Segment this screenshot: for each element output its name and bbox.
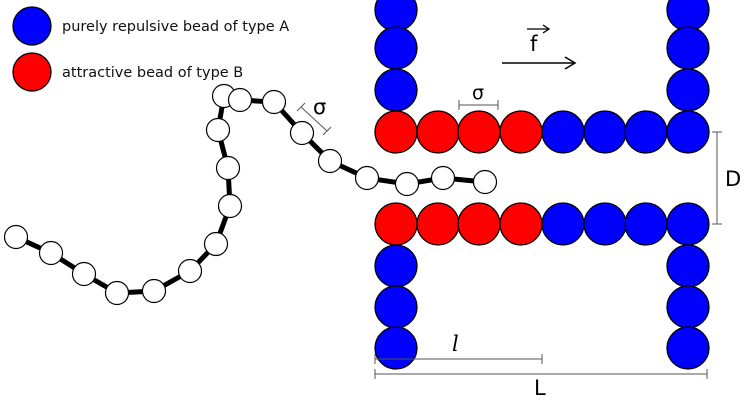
repulsive-bead (624, 110, 668, 154)
wall-bead (666, 326, 710, 370)
attractive-length-label: l (452, 332, 459, 356)
pore-length-label: L (534, 376, 546, 400)
attractive-bead (416, 110, 460, 154)
force-vector: f (502, 24, 577, 70)
wall-bead (374, 326, 418, 370)
polymer-bead (177, 258, 203, 284)
polymer-bead (203, 231, 229, 257)
legend-bead-b-icon (12, 52, 52, 92)
force-arrow-head-icon (564, 56, 577, 70)
polymer-bead (317, 148, 343, 174)
attractive-bead (499, 110, 543, 154)
attractive-bead (416, 202, 460, 246)
polymer-bead (217, 193, 243, 219)
polymer-chain (3, 83, 498, 306)
wall-bead (666, 26, 710, 70)
wall-bead (666, 244, 710, 288)
legend-label-a: purely repulsive bead of type A (62, 19, 289, 35)
pore-width-marker: D (712, 131, 741, 225)
pore-left-lower-wall (374, 244, 418, 370)
repulsive-bead (666, 202, 710, 246)
pore-upper-row (374, 110, 710, 154)
legend: purely repulsive bead of type A attracti… (12, 6, 289, 92)
repulsive-bead (666, 110, 710, 154)
wall-bead (666, 285, 710, 329)
legend-label-b: attractive bead of type B (62, 65, 243, 81)
attractive-length-marker: l (374, 332, 543, 364)
attractive-bead (499, 202, 543, 246)
pore-left-upper-wall (374, 0, 418, 112)
polymer-bead (205, 117, 231, 143)
polymer-bead (38, 240, 64, 266)
repulsive-bead (583, 110, 627, 154)
sigma-pore-marker: σ (458, 82, 499, 110)
attractive-bead (457, 110, 501, 154)
force-vector-bar-head-icon (542, 24, 551, 34)
repulsive-bead (541, 202, 585, 246)
legend-bead-a-icon (12, 6, 52, 46)
polymer-bead (141, 278, 167, 304)
sigma-polymer-marker: σ (296, 95, 332, 136)
polymer-bead (3, 224, 29, 250)
sigma-pore-label: σ (472, 82, 484, 104)
polymer-bead (71, 261, 97, 287)
pore-right-lower-wall (666, 244, 710, 370)
force-label: f (530, 32, 538, 56)
repulsive-bead (583, 202, 627, 246)
pore-length-marker: L (374, 369, 708, 400)
polymer-bead (472, 169, 498, 195)
attractive-bead (457, 202, 501, 246)
pore-lower-row (374, 202, 710, 246)
attractive-bead (374, 110, 418, 154)
wall-bead (374, 68, 418, 112)
pore-width-label: D (725, 167, 741, 191)
attractive-bead (374, 202, 418, 246)
wall-bead (374, 244, 418, 288)
repulsive-bead (541, 110, 585, 154)
polymer-bead (215, 155, 241, 181)
polymer-bead (289, 120, 315, 146)
polymer-bead (394, 171, 420, 197)
wall-bead (374, 26, 418, 70)
sigma-polymer-label: σ (313, 95, 326, 119)
polymer-bead (227, 87, 253, 113)
polymer-bead (104, 280, 130, 306)
polymer-bead (354, 165, 380, 191)
polymer-bead (430, 165, 456, 191)
wall-bead (666, 68, 710, 112)
repulsive-bead (624, 202, 668, 246)
sigma-polymer-tick (322, 126, 332, 136)
wall-bead (374, 285, 418, 329)
sigma-polymer-line (300, 106, 328, 132)
pore-right-upper-wall (666, 0, 710, 112)
sigma-polymer-tick (296, 102, 306, 112)
polymer-bead (261, 89, 287, 115)
